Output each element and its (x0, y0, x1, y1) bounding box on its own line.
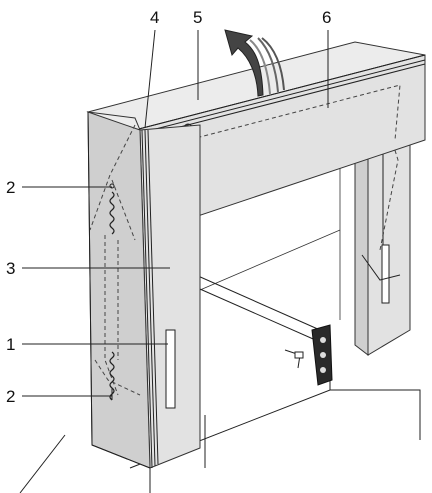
left-side-panel (86, 111, 201, 469)
callout-2-bottom: 2 (6, 387, 15, 406)
callout-6: 6 (322, 8, 331, 27)
right-slot (381, 244, 390, 304)
floor-lines (19, 380, 421, 493)
leader-4 (144, 29, 156, 129)
curved-arrow-up-icon (224, 29, 285, 97)
callout-1: 1 (6, 335, 15, 354)
leader-lines (22, 29, 329, 397)
callout-4: 4 (150, 8, 159, 27)
dock-bumper (284, 324, 333, 386)
left-slot (165, 329, 176, 409)
right-side-panel (354, 69, 411, 357)
callout-2-top: 2 (6, 178, 15, 197)
callout-3: 3 (6, 259, 15, 278)
callout-5: 5 (193, 8, 202, 27)
